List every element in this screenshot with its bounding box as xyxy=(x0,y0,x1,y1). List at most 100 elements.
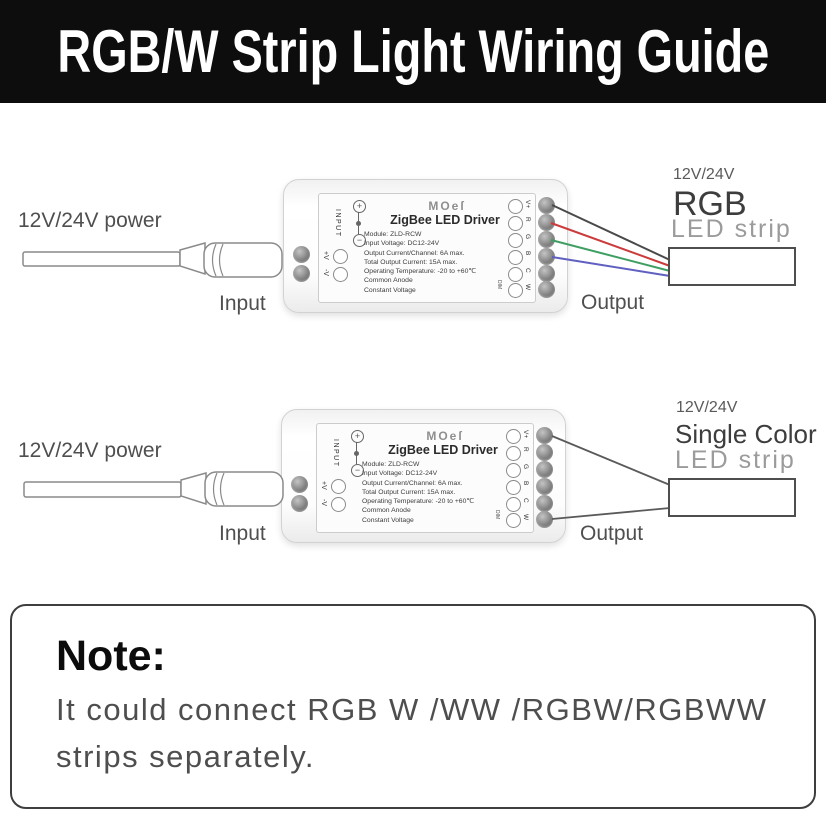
terminal-w: W xyxy=(506,513,532,528)
power-source-label: 12V/24V power xyxy=(18,209,162,232)
output-screw-terminal xyxy=(536,495,553,512)
output-screw-terminal xyxy=(538,265,555,282)
input-screw-terminal xyxy=(293,246,310,263)
output-screw-terminal xyxy=(536,511,553,528)
spec-line: Constant Voltage xyxy=(362,516,414,524)
spec-line: Operating Temperature: -20 to +60℃ xyxy=(362,498,474,506)
output-screw-terminal xyxy=(536,478,553,495)
input-screw-terminal xyxy=(291,476,308,493)
output-screw-terminal xyxy=(538,214,555,231)
spec-line: Module: ZLD-RCW xyxy=(364,231,422,238)
spec-line: Output Current/Channel: 6A max. xyxy=(364,249,465,257)
power-cable-wire xyxy=(22,251,181,267)
output-screw-terminal xyxy=(536,461,553,478)
rgb-led-strip xyxy=(668,247,796,286)
spec-line: Output Current/Channel: 6A max. xyxy=(362,479,463,487)
device-specs: Module: ZLD-RCW Input Voltage: DC12-24V … xyxy=(362,460,474,525)
device-specs: Module: ZLD-RCW Input Voltage: DC12-24V … xyxy=(364,230,476,295)
terminal-vplus: V+ xyxy=(506,429,532,444)
spec-line: Input Voltage: DC12-24V xyxy=(364,240,440,248)
wire-vplus xyxy=(551,435,671,486)
header-banner: RGB/W Strip Light Wiring Guide xyxy=(0,0,826,103)
wire-white-channel xyxy=(551,507,671,520)
strip-subtitle: LED strip xyxy=(671,215,792,243)
terminal-mark xyxy=(506,513,521,528)
device-title: ZigBee LED Driver xyxy=(388,443,498,457)
vminus-label: -V xyxy=(322,269,329,276)
terminal-r: R xyxy=(506,446,532,461)
note-line: It could connect RGB W /WW /RGBW/RGBWW xyxy=(56,692,768,727)
terminal-r: R xyxy=(508,216,534,231)
polarity-line xyxy=(354,442,359,464)
output-caption: Output xyxy=(581,291,645,314)
output-screw-terminal xyxy=(538,281,555,298)
plus-polarity-icon: + xyxy=(353,200,366,213)
input-screw-terminal xyxy=(291,495,308,512)
output-screw-terminal xyxy=(538,197,555,214)
dim-label: DIM xyxy=(496,280,502,290)
output-screw-terminal xyxy=(538,248,555,265)
terminal-b: B xyxy=(506,480,532,495)
terminal-mark xyxy=(506,446,521,461)
device-label-panel: INPUT + − +V -V MOeſ ZigBee LED Driver M… xyxy=(316,423,534,533)
single-color-led-strip xyxy=(668,478,796,517)
plus-polarity-icon: + xyxy=(351,430,364,443)
input-label: INPUT xyxy=(334,209,341,238)
device-label-panel: INPUT + − +V -V MOeſ ZigBee LED Driver M… xyxy=(318,193,536,303)
power-cable-wire xyxy=(23,481,182,498)
output-screw-terminal xyxy=(536,444,553,461)
vplus-label: +V xyxy=(322,251,329,260)
spec-line: Common Anode xyxy=(364,277,413,285)
terminal-g: G xyxy=(508,233,534,248)
zigbee-led-driver: INPUT + − +V -V MOeſ ZigBee LED Driver M… xyxy=(283,179,568,313)
spec-line: Total Output Current: 15A max. xyxy=(364,258,458,266)
input-caption: Input xyxy=(219,522,266,545)
spec-line: Input Voltage: DC12-24V xyxy=(362,470,438,478)
spec-line: Operating Temperature: -20 to +60℃ xyxy=(364,268,476,276)
note-box: Note: It could connect RGB W /WW /RGBW/R… xyxy=(10,604,816,809)
wire-blue xyxy=(551,256,671,277)
vminus-terminal-mark xyxy=(333,267,348,282)
single-color-wiring-overlay xyxy=(23,435,671,520)
input-screw-terminal xyxy=(293,265,310,282)
vminus-label: -V xyxy=(320,499,327,506)
dim-label: DIM xyxy=(494,510,500,520)
terminal-mark xyxy=(508,233,523,248)
vplus-terminal-mark xyxy=(331,479,346,494)
terminal-b: B xyxy=(508,250,534,265)
input-caption: Input xyxy=(219,292,266,315)
brand-logo: MOeſ xyxy=(426,429,464,443)
terminal-w: W xyxy=(508,283,534,298)
page-title: RGB/W Strip Light Wiring Guide xyxy=(57,18,769,85)
input-label: INPUT xyxy=(332,439,339,468)
strip-voltage-label: 12V/24V xyxy=(676,399,738,416)
note-heading: Note: xyxy=(56,632,166,680)
output-screw-terminal xyxy=(538,231,555,248)
wire-green xyxy=(550,239,671,272)
vplus-label: +V xyxy=(320,481,327,490)
plug-ridge-line xyxy=(218,243,224,277)
terminal-mark xyxy=(506,429,521,444)
terminal-c: C xyxy=(506,497,532,512)
zigbee-led-driver: INPUT + − +V -V MOeſ ZigBee LED Driver M… xyxy=(281,409,566,543)
strip-subtitle: LED strip xyxy=(675,446,796,474)
spec-line: Total Output Current: 15A max. xyxy=(362,488,456,496)
power-source-label: 12V/24V power xyxy=(18,439,162,462)
spec-line: Module: ZLD-RCW xyxy=(362,461,420,468)
vplus-terminal-mark xyxy=(333,249,348,264)
strip-title: Single Color xyxy=(675,419,817,449)
output-screw-terminal xyxy=(536,427,553,444)
device-title: ZigBee LED Driver xyxy=(390,213,500,227)
terminal-g: G xyxy=(506,463,532,478)
terminal-mark xyxy=(506,480,521,495)
brand-logo: MOeſ xyxy=(428,199,466,213)
polarity-line xyxy=(356,212,361,234)
power-cable-plug xyxy=(204,471,284,507)
wire-red xyxy=(550,222,671,267)
terminal-mark xyxy=(506,497,521,512)
wire-vplus xyxy=(551,204,671,261)
minus-polarity-icon: − xyxy=(351,464,364,477)
terminal-mark xyxy=(508,250,523,265)
note-text: It could connect RGB W /WW /RGBW/RGBWW s… xyxy=(56,686,768,780)
